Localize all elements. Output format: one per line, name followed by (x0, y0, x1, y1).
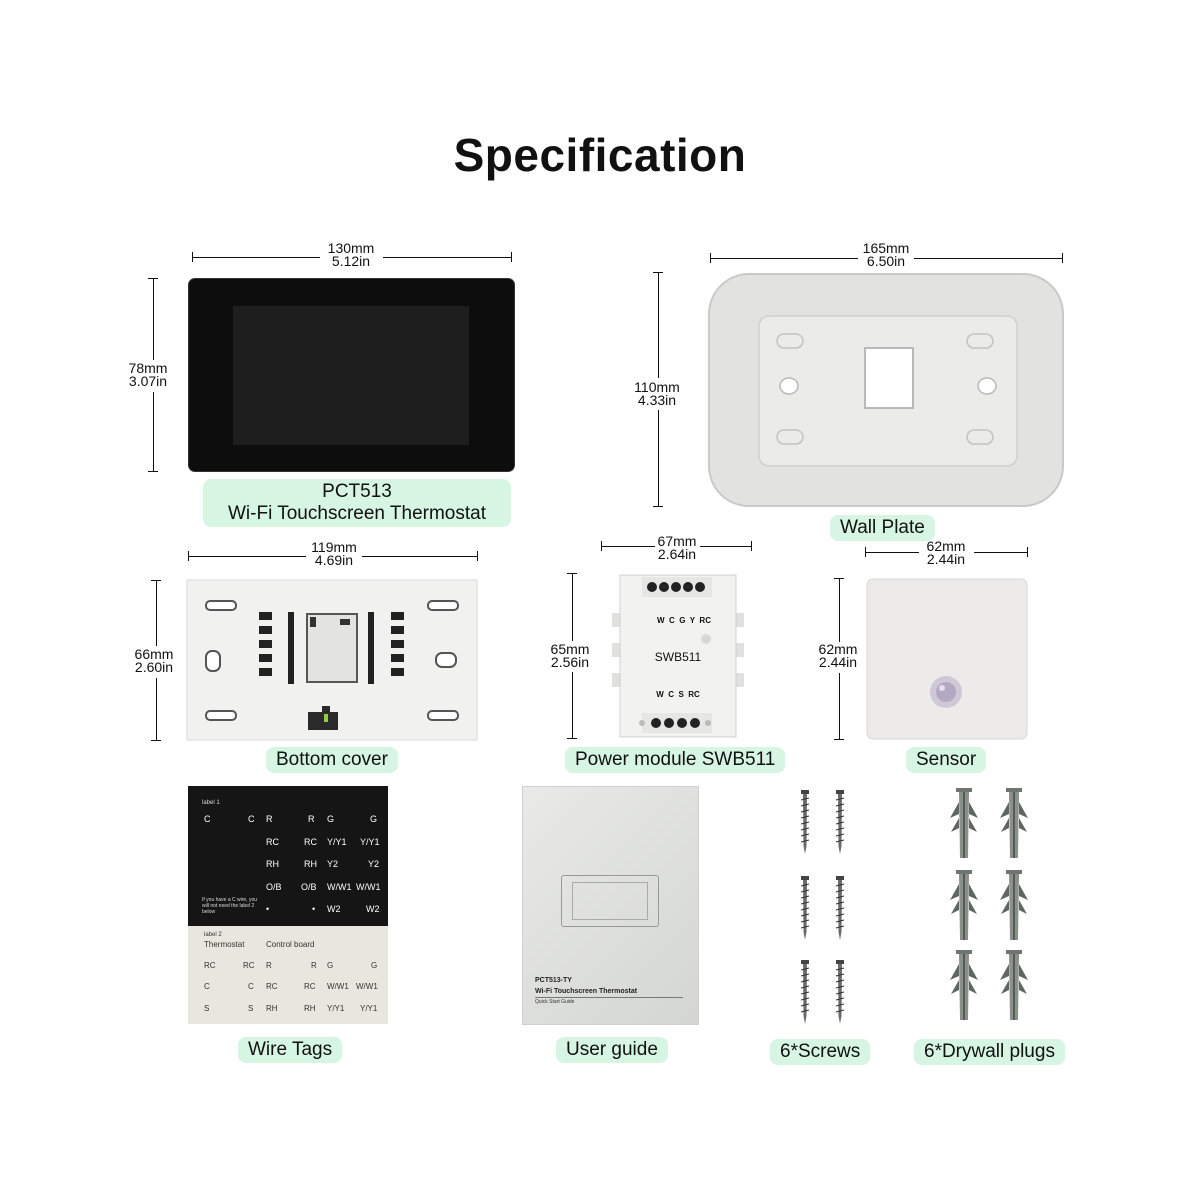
svg-text:C: C (204, 982, 210, 991)
power-module-width-mm: 67mm (657, 533, 697, 549)
wire-tags-note: If you have a C wire, you will not need … (202, 897, 258, 915)
svg-text:O/B: O/B (301, 882, 317, 892)
thermostat-label-model: PCT513 (322, 481, 392, 502)
power-module-height-in: 2.56in (550, 654, 590, 670)
svg-text:RH: RH (304, 859, 317, 869)
user-guide-image: PCT513-TY Wi-Fi Touchscreen Thermostat Q… (523, 787, 698, 1024)
user-guide-model: PCT513-TY (535, 977, 572, 984)
wall-plate-height-mm: 110mm (634, 379, 680, 395)
thermostat-height-in: 3.07in (128, 373, 168, 389)
wall-plate-image (708, 273, 1064, 507)
svg-text:RC: RC (304, 982, 316, 991)
svg-text:W/W1: W/W1 (356, 982, 378, 991)
power-module-height-mm: 65mm (550, 641, 590, 657)
sensor-image (866, 578, 1028, 740)
wall-plate-width-in: 6.50in (866, 253, 906, 269)
svg-text:G: G (371, 961, 377, 970)
sensor-label: Sensor (906, 747, 987, 773)
user-guide-label: User guide (556, 1037, 668, 1063)
svg-text:W/W1: W/W1 (327, 982, 349, 991)
thermostat-label: PCT513 Wi-Fi Touchscreen Thermostat (203, 479, 511, 527)
svg-text:W2: W2 (327, 904, 341, 914)
svg-text:R: R (311, 961, 317, 970)
screws-image (800, 789, 845, 1024)
power-module-width-in: 2.64in (657, 546, 697, 562)
thermostat-width-mm: 130mm (327, 240, 375, 256)
svg-text:RC: RC (243, 961, 255, 970)
bottom-cover-height-in: 2.60in (134, 659, 174, 675)
svg-text:Y2: Y2 (327, 859, 338, 869)
sensor-height-mm: 62mm (818, 641, 858, 657)
svg-text:R: R (266, 814, 273, 824)
svg-text:•: • (312, 904, 315, 914)
svg-text:O/B: O/B (266, 882, 282, 892)
wall-plate-label: Wall Plate (830, 515, 935, 541)
svg-text:S: S (248, 1004, 253, 1013)
svg-text:W/W1: W/W1 (356, 882, 381, 892)
svg-text:RC: RC (304, 837, 317, 847)
svg-text:RH: RH (266, 859, 279, 869)
page-title: Specification (453, 129, 747, 181)
svg-text:G: G (327, 961, 333, 970)
bottom-cover-image (186, 579, 478, 741)
wire-tags-label1: label 1 (202, 800, 220, 806)
power-module-top-terminals: W C G Y RC (657, 616, 711, 625)
svg-text:G: G (370, 814, 377, 824)
sensor-height-in: 2.44in (818, 654, 858, 670)
bottom-cover-width-mm: 119mm (311, 539, 357, 555)
svg-text:C: C (248, 814, 255, 824)
user-guide-product-name: Wi-Fi Touchscreen Thermostat (535, 988, 638, 995)
svg-text:R: R (266, 961, 272, 970)
svg-text:RC: RC (266, 982, 278, 991)
svg-text:Y2: Y2 (368, 859, 379, 869)
svg-text:RC: RC (204, 961, 216, 970)
svg-text:RH: RH (304, 1004, 316, 1013)
screws-label: 6*Screws (770, 1039, 871, 1065)
wire-tags-label2: label 2 (204, 932, 222, 938)
svg-text:W/W1: W/W1 (327, 882, 352, 892)
user-guide-subtitle: Quick Start Guide (535, 999, 575, 1005)
svg-text:W2: W2 (366, 904, 380, 914)
svg-text:C: C (204, 814, 211, 824)
wire-tags-thermostat-header: Thermostat (204, 940, 245, 949)
svg-text:RC: RC (266, 837, 279, 847)
power-module-image: W C G Y RC SWB511 W C S RC (606, 573, 750, 739)
thermostat-screen (233, 306, 469, 445)
thermostat-height-mm: 78mm (128, 360, 168, 376)
bottom-cover-label: Bottom cover (266, 747, 398, 773)
svg-text:C: C (248, 982, 254, 991)
drywall-plugs-image (950, 788, 1028, 1020)
thermostat-label-name: Wi-Fi Touchscreen Thermostat (228, 503, 486, 524)
wall-plate-width-mm: 165mm (862, 240, 910, 256)
power-module-bottom-terminals: W C S RC (656, 690, 700, 699)
user-guide-device-drawing (561, 875, 659, 927)
bottom-cover-width-in: 4.69in (314, 552, 354, 568)
svg-text:S: S (204, 1004, 209, 1013)
drywall-plugs-label: 6*Drywall plugs (914, 1039, 1065, 1065)
svg-text:R: R (308, 814, 315, 824)
bottom-cover-height-mm: 66mm (134, 646, 174, 662)
wire-tags-label: Wire Tags (238, 1037, 343, 1063)
svg-text:Y/Y1: Y/Y1 (327, 1004, 345, 1013)
wall-plate-height-in: 4.33in (637, 392, 677, 408)
svg-text:Y/Y1: Y/Y1 (327, 837, 347, 847)
sensor-width-mm: 62mm (926, 538, 966, 554)
svg-text:Y/Y1: Y/Y1 (360, 1004, 378, 1013)
thermostat-image (189, 279, 514, 471)
svg-text:G: G (327, 814, 334, 824)
thermostat-width-in: 5.12in (331, 253, 371, 269)
power-module-label: Power module SWB511 (565, 747, 786, 773)
power-module-model: SWB511 (654, 650, 702, 664)
sensor-width-in: 2.44in (926, 551, 966, 567)
svg-text:RH: RH (266, 1004, 278, 1013)
svg-text:•: • (266, 904, 269, 914)
wire-tags-control-board-header: Control board (266, 940, 315, 949)
svg-text:Y/Y1: Y/Y1 (360, 837, 380, 847)
